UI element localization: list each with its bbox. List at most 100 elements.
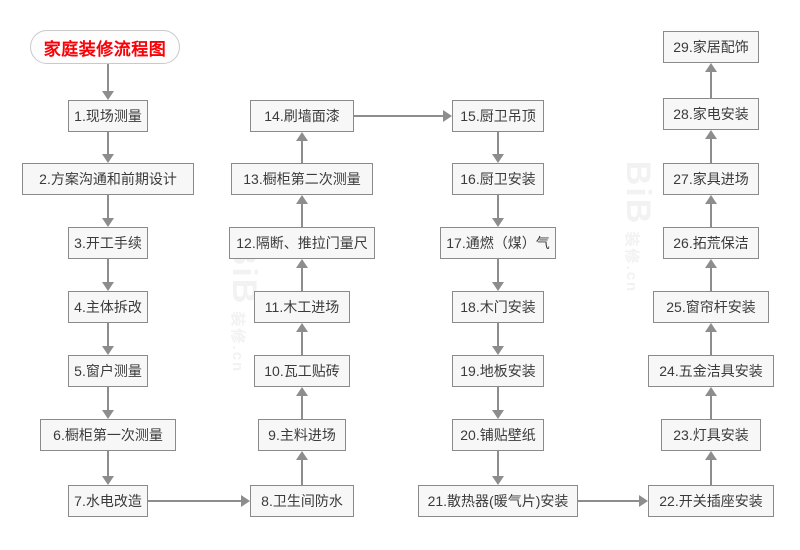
flow-node-28[interactable]: 28.家电安装 — [663, 98, 759, 130]
watermark-domain: 装修.cn — [229, 305, 247, 374]
flow-node-label: 1.现场测量 — [74, 108, 142, 124]
edge-12-to-13 — [301, 204, 303, 227]
flow-node-label: 14.刷墙面漆 — [264, 108, 340, 124]
flow-node-14[interactable]: 14.刷墙面漆 — [250, 100, 354, 132]
edge-18-to-19 — [497, 323, 499, 346]
flow-node-22[interactable]: 22.开关插座安装 — [648, 485, 774, 517]
link-7-to-8 — [148, 500, 241, 502]
flow-node-29[interactable]: 29.家居配饰 — [663, 31, 759, 63]
flow-node-label: 21.散热器(暖气片)安装 — [427, 493, 569, 509]
arrowhead-19-to-20 — [492, 410, 504, 419]
flow-node-label: 7.水电改造 — [74, 493, 142, 509]
flow-node-label: 26.拓荒保洁 — [673, 235, 749, 251]
flow-node-18[interactable]: 18.木门安装 — [452, 291, 544, 323]
arrowhead-10-to-11 — [296, 323, 308, 332]
arrowhead-25-to-26 — [705, 259, 717, 268]
edge-9-to-10 — [301, 396, 303, 419]
flow-node-label: 6.橱柜第一次测量 — [53, 427, 163, 443]
watermark-brand: BiB — [619, 160, 658, 226]
edge-16-to-17 — [497, 195, 499, 218]
edge-2-to-3 — [107, 195, 109, 218]
watermark-domain: 装修.cn — [623, 225, 641, 294]
flow-node-27[interactable]: 27.家具进场 — [663, 163, 759, 195]
flow-node-label: 28.家电安装 — [673, 106, 749, 122]
flow-node-5[interactable]: 5.窗户测量 — [68, 355, 148, 387]
arrowhead-9-to-10 — [296, 387, 308, 396]
flow-node-11[interactable]: 11.木工进场 — [254, 291, 350, 323]
arrowhead-16-to-17 — [492, 218, 504, 227]
edge-10-to-11 — [301, 332, 303, 355]
flow-node-label: 25.窗帘杆安装 — [666, 299, 756, 315]
edge-27-to-28 — [710, 139, 712, 163]
link-14-to-15 — [354, 115, 443, 117]
edge-19-to-20 — [497, 387, 499, 410]
arrowhead-12-to-13 — [296, 195, 308, 204]
edge-4-to-5 — [107, 323, 109, 346]
flow-node-label: 13.橱柜第二次测量 — [243, 171, 361, 187]
flow-node-label: 12.隔断、推拉门量尺 — [236, 235, 368, 251]
edge-17-to-18 — [497, 259, 499, 282]
watermark-logo: BiB 装修.cn — [619, 160, 658, 294]
flow-node-13[interactable]: 13.橱柜第二次测量 — [231, 163, 373, 195]
flow-node-9[interactable]: 9.主料进场 — [258, 419, 346, 451]
flow-node-label: 19.地板安装 — [460, 363, 536, 379]
flow-node-17[interactable]: 17.通燃（煤）气 — [440, 227, 556, 259]
flow-node-1[interactable]: 1.现场测量 — [68, 100, 148, 132]
flow-node-label: 3.开工手续 — [74, 235, 142, 251]
edge-25-to-26 — [710, 268, 712, 291]
flow-node-3[interactable]: 3.开工手续 — [68, 227, 148, 259]
arrowhead-15-to-16 — [492, 154, 504, 163]
flow-node-label: 24.五金洁具安装 — [659, 363, 763, 379]
flow-node-21[interactable]: 21.散热器(暖气片)安装 — [418, 485, 578, 517]
flow-node-7[interactable]: 7.水电改造 — [68, 485, 148, 517]
edge-11-to-12 — [301, 268, 303, 291]
link-21-to-22 — [578, 500, 639, 502]
arrowhead-24-to-25 — [705, 323, 717, 332]
arrowhead-22-to-23 — [705, 451, 717, 460]
edge-15-to-16 — [497, 132, 499, 154]
flow-node-label: 20.铺贴壁纸 — [460, 427, 536, 443]
flow-node-6[interactable]: 6.橱柜第一次测量 — [40, 419, 176, 451]
flow-node-8[interactable]: 8.卫生间防水 — [250, 485, 354, 517]
flow-node-label: 10.瓦工贴砖 — [264, 363, 340, 379]
flow-node-15[interactable]: 15.厨卫吊顶 — [452, 100, 544, 132]
flow-node-label: 27.家具进场 — [673, 171, 749, 187]
flow-node-label: 4.主体拆改 — [74, 299, 142, 315]
flow-node-label: 5.窗户测量 — [74, 363, 142, 379]
arrowhead-title — [102, 91, 114, 100]
edge-22-to-23 — [710, 460, 712, 485]
flow-node-16[interactable]: 16.厨卫安装 — [452, 163, 544, 195]
arrowhead-13-to-14 — [296, 132, 308, 141]
edge-20-to-21 — [497, 451, 499, 476]
arrowhead-link-7-to-8 — [241, 495, 250, 507]
edge-6-to-7 — [107, 451, 109, 476]
flow-node-label: 8.卫生间防水 — [261, 493, 343, 509]
flow-node-24[interactable]: 24.五金洁具安装 — [648, 355, 774, 387]
flow-node-label: 17.通燃（煤）气 — [446, 235, 550, 251]
arrowhead-2-to-3 — [102, 218, 114, 227]
flow-node-4[interactable]: 4.主体拆改 — [68, 291, 148, 323]
arrowhead-26-to-27 — [705, 195, 717, 204]
edge-5-to-6 — [107, 387, 109, 410]
arrowhead-3-to-4 — [102, 282, 114, 291]
edge-13-to-14 — [301, 141, 303, 163]
flow-node-10[interactable]: 10.瓦工贴砖 — [254, 355, 350, 387]
arrowhead-23-to-24 — [705, 387, 717, 396]
arrowhead-18-to-19 — [492, 346, 504, 355]
arrowhead-1-to-2 — [102, 154, 114, 163]
flow-node-20[interactable]: 20.铺贴壁纸 — [452, 419, 544, 451]
flow-node-26[interactable]: 26.拓荒保洁 — [663, 227, 759, 259]
flow-node-19[interactable]: 19.地板安装 — [452, 355, 544, 387]
flow-node-label: 16.厨卫安装 — [460, 171, 536, 187]
arrowhead-4-to-5 — [102, 346, 114, 355]
flow-node-2[interactable]: 2.方案沟通和前期设计 — [22, 163, 194, 195]
edge-23-to-24 — [710, 396, 712, 419]
flow-node-25[interactable]: 25.窗帘杆安装 — [653, 291, 769, 323]
flow-node-23[interactable]: 23.灯具安装 — [661, 419, 761, 451]
title-to-node-1 — [107, 64, 109, 91]
flow-node-12[interactable]: 12.隔断、推拉门量尺 — [229, 227, 375, 259]
edge-26-to-27 — [710, 204, 712, 227]
chart-title-badge: 家庭装修流程图 — [30, 30, 180, 64]
edge-28-to-29 — [710, 72, 712, 98]
